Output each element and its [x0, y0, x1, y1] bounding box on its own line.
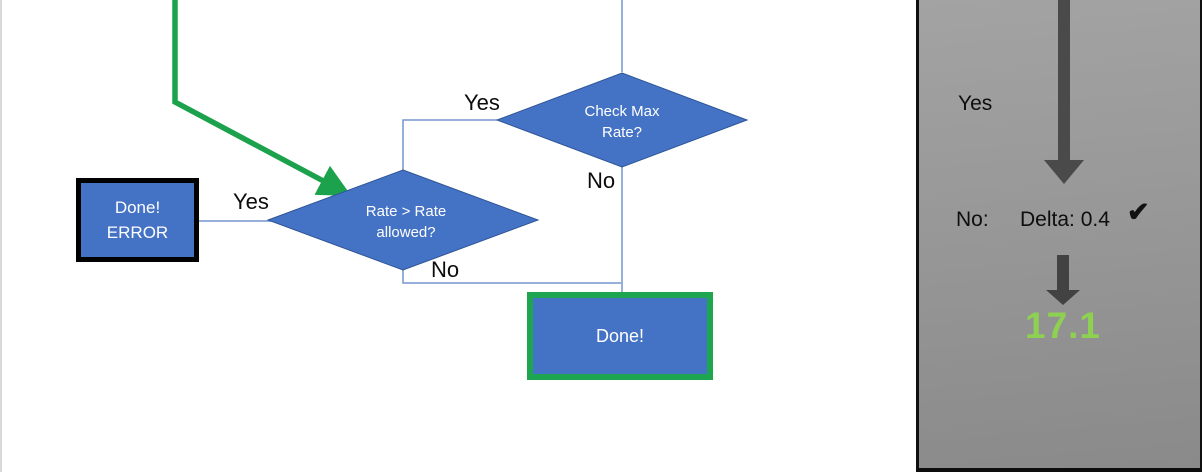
decision-check-max-rate-shape: [495, 72, 749, 168]
result-value: 17.1: [1025, 305, 1102, 346]
decision-rate-allowed-label-line2: allowed?: [376, 224, 435, 241]
side-panel: Yes No: Delta: 0.4 ✔ 17.1: [916, 0, 1202, 472]
down-arrow-shaft: [1058, 0, 1070, 161]
edge-label-rate-yes: Yes: [233, 189, 269, 214]
down-arrow-small-shaft: [1057, 255, 1069, 290]
done-error-line1: Done!: [114, 198, 161, 217]
decision-rate-allowed-shape: [266, 169, 540, 271]
slide-left-edge: [0, 0, 2, 472]
decision-check-max-rate-label-line1: Check Max: [584, 103, 660, 120]
decision-check-max-rate: Check Max Rate?: [495, 72, 749, 168]
done-error-box: Done! ERROR: [76, 178, 199, 262]
decision-rate-allowed-label-line1: Rate > Rate: [366, 203, 446, 220]
done-box-label: Done!: [595, 325, 645, 346]
connector-lines: [199, 0, 623, 292]
decision-rate-allowed: Rate > Rate allowed?: [266, 169, 540, 271]
edge-label-check-no: No: [587, 168, 616, 193]
decision-check-max-rate-label-line2: Rate?: [602, 124, 642, 141]
edge-label-check-yes: Yes: [464, 90, 500, 115]
delta-value: Delta: 0.4: [1020, 208, 1110, 231]
connector-rate-no: [402, 270, 621, 284]
check-icon: ✔: [1127, 197, 1150, 227]
done-error-line2: ERROR: [106, 223, 169, 242]
connector-check-yes: [402, 119, 497, 170]
panel-yes-label: Yes: [958, 92, 993, 115]
panel-no-label: No:: [956, 208, 989, 231]
down-arrow-head: [1044, 160, 1084, 184]
edge-label-rate-no: No: [431, 257, 460, 282]
done-box: Done!: [527, 292, 713, 380]
down-arrow-small-head: [1046, 290, 1080, 305]
green-path-arrow: [172, 0, 352, 196]
